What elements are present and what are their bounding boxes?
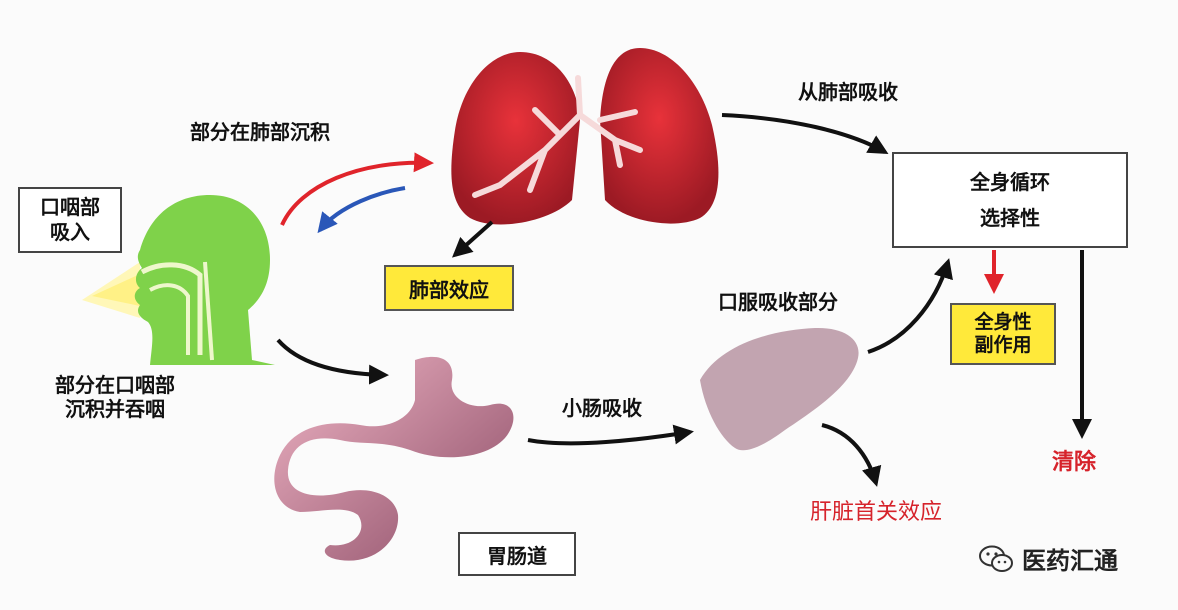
- arrow-lung-to-circulation: [721, 113, 889, 154]
- lungs-icon: [451, 48, 719, 225]
- arrow-liver-first-pass: [821, 423, 882, 487]
- small-intestine-absorption-label: 小肠吸收: [562, 396, 642, 420]
- swallow-label-line1: 部分在口咽部: [55, 373, 175, 397]
- arrow-from-lung-back: [317, 186, 406, 234]
- liver-icon: [700, 327, 859, 451]
- arrow-head-to-stomach: [276, 338, 389, 385]
- watermark: 医药汇通: [978, 541, 1118, 576]
- arrow-liver-to-circulation: [867, 258, 953, 354]
- lung-effect-box: 肺部效应: [384, 265, 514, 311]
- watermark-text: 医药汇通: [1022, 547, 1118, 575]
- oropharynx-label-line2: 吸入: [50, 220, 90, 244]
- head-icon: [134, 195, 275, 365]
- arrow-to-lung: [280, 152, 434, 226]
- lung-deposition-label: 部分在肺部沉积: [190, 120, 330, 144]
- wechat-icon: [979, 545, 1013, 572]
- systemic-side-effects-box: 全身性 副作用: [950, 303, 1056, 365]
- gi-tract-box: 胃肠道: [458, 532, 576, 576]
- clearance-label: 清除: [1052, 450, 1097, 475]
- oropharynx-label-line1: 口咽部: [40, 195, 100, 219]
- oropharynx-swallow-label: 部分在口咽部 沉积并吞咽: [55, 373, 175, 421]
- arrow-intestine-to-liver: [527, 424, 694, 446]
- stomach-icon: [274, 356, 514, 561]
- selectivity-label: 选择性: [980, 206, 1040, 230]
- spray-icon: [82, 262, 140, 318]
- lung-absorption-label: 从肺部吸收: [798, 80, 898, 104]
- gi-tract-label: 胃肠道: [487, 543, 547, 568]
- swallow-label-line2: 沉积并吞咽: [65, 397, 165, 421]
- side-effects-line1: 全身性: [974, 311, 1032, 334]
- hepatic-first-pass-label: 肝脏首关效应: [810, 500, 943, 525]
- oral-absorbed-part-label: 口服吸收部分: [718, 290, 838, 314]
- lung-effect-label: 肺部效应: [409, 277, 489, 302]
- arrow-lung-to-effect: [452, 220, 494, 258]
- oropharynx-inhalation-box: 口咽部 吸入: [18, 187, 122, 253]
- systemic-circulation-label: 全身循环: [970, 170, 1050, 194]
- systemic-circulation-box: 全身循环 选择性: [892, 152, 1128, 248]
- side-effects-line2: 副作用: [974, 334, 1032, 356]
